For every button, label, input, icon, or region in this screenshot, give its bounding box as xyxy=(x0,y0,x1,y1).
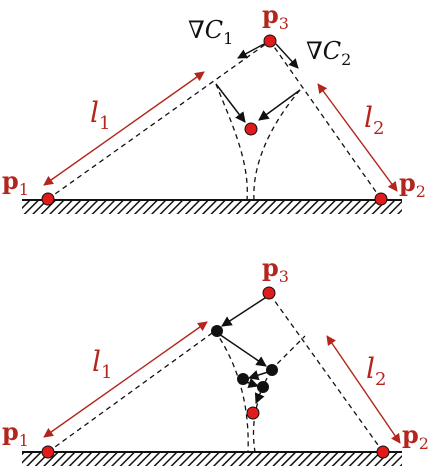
dashed-edge-p2-p3-bottom xyxy=(268,292,384,453)
iter-point-n3 xyxy=(237,373,249,385)
dashed-edge-p1-p3-bottom xyxy=(47,330,216,453)
point-p3-bottom xyxy=(262,286,276,300)
label-grad-c1: ∇C1 xyxy=(188,16,233,48)
dashed-curve-bottom-left xyxy=(214,330,249,453)
length-arrow-l1-bottom xyxy=(43,321,208,438)
label-l2-top: l2 xyxy=(364,101,384,139)
label-p1-bottom: p1 xyxy=(2,417,29,450)
ground-hatch-top xyxy=(22,200,402,214)
length-arrow-l1 xyxy=(43,71,205,186)
point-center-top xyxy=(244,122,258,136)
arrow-right-to-center xyxy=(258,89,301,121)
point-p1-top xyxy=(41,192,55,206)
arrow-n3-to-n4 xyxy=(245,378,259,388)
dashed-edge-inner-right xyxy=(270,335,306,371)
length-arrow-l2 xyxy=(317,83,398,192)
label-p2-top: p2 xyxy=(399,168,426,201)
label-grad-c2: ∇C2 xyxy=(306,37,351,69)
dashed-curve-bottom-right xyxy=(252,369,272,453)
point-p2-bottom xyxy=(376,445,390,459)
length-arrow-l2-bottom xyxy=(326,335,401,444)
dashed-curve-right xyxy=(253,89,301,201)
dashed-curve-left xyxy=(215,83,248,201)
label-p1-top: p1 xyxy=(2,166,29,199)
dashed-edge-p1-p3 xyxy=(47,40,271,200)
ground-hatch-bottom xyxy=(22,452,402,466)
label-l1-top: l1 xyxy=(90,96,110,134)
label-p2-bottom: p2 xyxy=(402,420,429,453)
arrow-left-to-center xyxy=(215,83,246,123)
arrow-n2-to-n3 xyxy=(247,370,269,381)
point-p3-top xyxy=(263,34,277,48)
gradient-arrow-2 xyxy=(275,43,299,69)
point-p1-bottom xyxy=(41,445,55,459)
top-panel: p1 p2 p3 l1 l2 ∇C1 ∇C2 xyxy=(2,0,426,214)
iter-point-n1 xyxy=(211,325,223,337)
label-p3-top: p3 xyxy=(262,0,289,33)
iter-point-n4 xyxy=(257,381,269,393)
iter-point-n2 xyxy=(266,364,278,376)
point-final-bottom xyxy=(246,406,260,420)
point-p2-top xyxy=(374,192,388,206)
label-p3-bottom: p3 xyxy=(262,253,289,286)
label-l2-bottom: l2 xyxy=(366,352,386,390)
arrow-p3-to-n1 xyxy=(221,295,269,327)
gradient-arrow-1 xyxy=(237,43,265,59)
bottom-panel: p1 p2 p3 l1 l2 xyxy=(2,253,429,466)
arrow-n1-to-n2 xyxy=(218,333,267,367)
label-l1-bottom: l1 xyxy=(92,345,112,383)
